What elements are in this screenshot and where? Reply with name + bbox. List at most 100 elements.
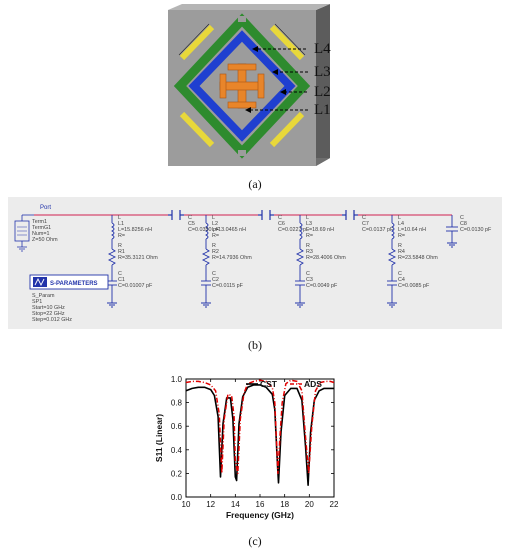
y-tick-label: 1.0 — [171, 375, 183, 384]
series-cap-8-label-3: C=0.0130 pF — [460, 227, 492, 233]
y-tick-label: 0.0 — [171, 493, 183, 502]
caption-a: (a) — [248, 177, 262, 191]
sparam-title: S-PARAMETERS — [50, 281, 98, 287]
branch-3-inductor-label-2: L3 — [306, 221, 312, 227]
branch-4-inductor-label-3: L=10.64 nH — [398, 227, 426, 233]
branch-4-resistor-label-2: R4 — [398, 249, 405, 255]
port-title: Port — [40, 205, 51, 211]
pointer-lines — [250, 48, 308, 111]
branch-2-resistor-label-1: R — [212, 243, 216, 249]
port-element — [14, 214, 34, 252]
caption-b: (b) — [248, 338, 262, 352]
ring-gap-2 — [238, 150, 246, 156]
x-tick-label: 14 — [231, 500, 240, 509]
shunt-branch-2 — [201, 215, 211, 308]
branch-4-inductor-label-2: L4 — [398, 221, 404, 227]
branch-3-capacitor-label-3: C=0.0049 pF — [306, 283, 338, 289]
y-tick-label: 0.6 — [171, 422, 183, 431]
branch-4-capacitor-label-2: C4 — [398, 277, 405, 283]
ring-gap-1 — [238, 16, 246, 22]
branch-2-inductor-label-2: L2 — [212, 221, 218, 227]
port-line-2: TermG1 — [32, 225, 51, 231]
legend: CST ADS — [246, 379, 322, 389]
caption-c: (c) — [248, 534, 262, 548]
y-tick-label: 0.8 — [171, 399, 183, 408]
branch-4-inductor-label-4: R= — [398, 233, 405, 239]
series-cap-8-label-1: C — [460, 215, 464, 221]
x-tick-label: 18 — [280, 500, 289, 509]
panel-a: L4 L3 L2 L1 (a) — [0, 0, 511, 195]
shunt-branch-4 — [387, 215, 397, 308]
series-cap-7-label-2: C7 — [362, 221, 369, 227]
legend-label-ads: ADS — [304, 379, 322, 389]
branch-4-resistor-label-3: R=23.5848 Ohm — [398, 255, 438, 261]
branch-4-capacitor-label-3: C=0.0085 pF — [398, 283, 430, 289]
schematic-text-layer: Port Term1 TermG1 Num=1 Z=50 Ohm S-PARAM… — [32, 205, 492, 323]
panel-b: Port Term1 TermG1 Num=1 Z=50 Ohm S-PARAM… — [0, 195, 511, 355]
series-cap-8-label-2: C8 — [460, 221, 467, 227]
port-line-1: Term1 — [32, 219, 47, 225]
series-cap-7-label-3: C=0.0137 pF — [362, 227, 394, 233]
label-l1: L1 — [314, 102, 331, 118]
y-axis-label: S11 (Linear) — [154, 414, 164, 462]
shunt-cap-c8 — [446, 215, 458, 248]
branch-1-inductor-label-2: L1 — [118, 221, 124, 227]
orange-cross — [219, 63, 265, 109]
substrate-top-edge — [168, 4, 330, 10]
y-tick-label: 0.2 — [171, 469, 183, 478]
label-l4: L4 — [314, 41, 331, 57]
label-l2: L2 — [314, 84, 331, 100]
label-l3: L3 — [314, 64, 331, 80]
metasurface-unit-cell — [168, 4, 330, 166]
sparam-line-2: SP1 — [32, 299, 42, 305]
branch-1-inductor-label-4: R= — [118, 233, 125, 239]
series-cap-6-label-2: C6 — [278, 221, 285, 227]
series-cap-5-label-1: C — [188, 215, 192, 221]
legend-label-cst: CST — [260, 379, 278, 389]
sparam-line-5: Step=0.012 GHz — [32, 317, 72, 323]
branch-2-inductor-label-1: L — [212, 215, 215, 221]
branch-3-resistor-label-3: R=28.4006 Ohm — [306, 255, 346, 261]
port-line-3: Num=1 — [32, 231, 50, 237]
series-line-ads — [185, 379, 335, 475]
plot-frame — [185, 378, 335, 498]
shunt-branch-1 — [107, 215, 117, 308]
series-cap-6-label-1: C — [278, 215, 282, 221]
series-cap-c5 — [168, 210, 184, 220]
series-cap-5-label-2: C5 — [188, 221, 195, 227]
sparam-block — [29, 274, 109, 290]
branch-1-inductor-label-3: L=15.8256 nH — [118, 227, 152, 233]
x-tick-label: 20 — [305, 500, 314, 509]
branch-2-resistor-label-3: R=14.7936 Ohm — [212, 255, 252, 261]
branch-2-inductor-label-4: R= — [212, 233, 219, 239]
blue-ring — [188, 30, 296, 142]
branch-3-inductor-label-1: L — [306, 215, 309, 221]
branch-3-inductor-label-3: L=18.69 nH — [306, 227, 334, 233]
x-tick-label: 10 — [182, 500, 191, 509]
branch-3-resistor-label-1: R — [306, 243, 310, 249]
series-cap-7-label-1: C — [362, 215, 366, 221]
sparam-line-1: S_Param — [32, 293, 55, 299]
series-cap-c7 — [342, 210, 358, 220]
x-tick-label: 16 — [256, 500, 265, 509]
schematic-background — [8, 197, 502, 329]
x-axis-label: Frequency (GHz) — [226, 510, 294, 520]
branch-2-capacitor-label-3: C=0.0115 pF — [212, 283, 244, 289]
port-line-4: Z=50 Ohm — [32, 237, 58, 243]
branch-3-capacitor-label-1: C — [306, 271, 310, 277]
substrate-right-side — [316, 4, 330, 166]
x-tick-label: 22 — [330, 500, 339, 509]
series-cap-6-label-3: C=0.0227 pF — [278, 227, 310, 233]
branch-1-inductor-label-1: L — [118, 215, 121, 221]
branch-2-capacitor-label-1: C — [212, 271, 216, 277]
branch-4-inductor-label-1: L — [398, 215, 401, 221]
sparam-line-3: Start=10 GHz — [32, 305, 65, 311]
branch-3-resistor-label-2: R3 — [306, 249, 313, 255]
series-cap-5-label-3: C=0.0350 pF — [188, 227, 220, 233]
sparam-line-4: Stop=22 GHz — [32, 311, 65, 317]
branch-4-resistor-label-1: R — [398, 243, 402, 249]
branch-2-resistor-label-2: R2 — [212, 249, 219, 255]
series-line-cst — [185, 384, 334, 486]
